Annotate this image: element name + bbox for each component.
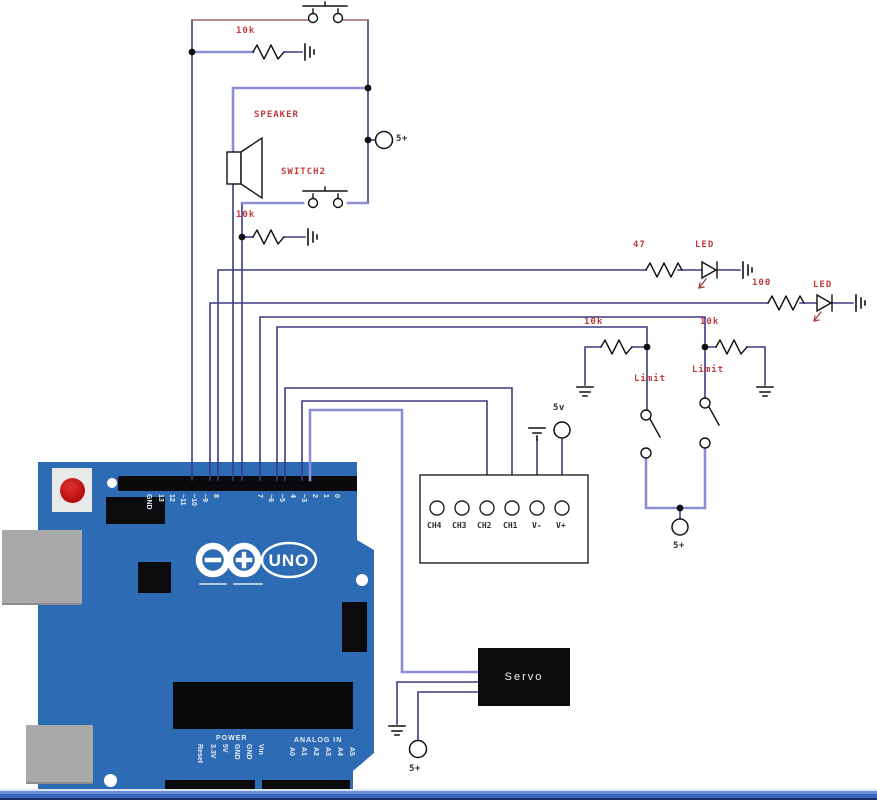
resistor-10k-limit-left[interactable]	[600, 339, 633, 355]
pin-label-a3: A3	[324, 747, 331, 756]
pushbutton-switch2[interactable]	[302, 186, 348, 209]
limit-switch-right[interactable]	[699, 397, 720, 449]
pin-label-1: 1	[322, 494, 329, 498]
led2-symbol[interactable]	[813, 293, 833, 322]
ground-icon	[388, 386, 774, 736]
resistor-10k-mid[interactable]	[252, 229, 285, 245]
pin-label-2: 2	[311, 494, 318, 498]
pin-label-a0: A0	[288, 747, 295, 756]
arduino-logo	[195, 541, 318, 585]
limit-switch-left[interactable]	[640, 409, 661, 459]
ground-icon	[304, 43, 866, 312]
pushbutton-switch-top[interactable]	[302, 1, 348, 24]
pin-label-12: 12	[168, 494, 175, 502]
pin-label-13: 13	[157, 494, 164, 502]
window-bottom-border	[0, 789, 877, 800]
mounting-hole	[107, 478, 117, 488]
vcc-terminal-5v[interactable]	[553, 421, 571, 439]
label-limit-right: Limit	[692, 365, 725, 375]
pin-label-reset: Reset	[196, 744, 203, 764]
label-vplus: V+	[556, 521, 566, 530]
label-vcc-5v: 5v	[553, 403, 565, 413]
usb-connector	[2, 530, 82, 605]
pin-label-11: ~11	[179, 494, 186, 506]
pin-label-4: 4	[289, 494, 296, 498]
resistor-10k-limit-right[interactable]	[715, 339, 748, 355]
vcc-terminal-top[interactable]	[374, 130, 394, 150]
wire-highlight	[190, 50, 707, 674]
vcc-terminal-limit[interactable]	[671, 518, 689, 536]
voltage-regulator	[106, 497, 165, 524]
label-speaker: SPEAKER	[254, 110, 299, 120]
junction-dot	[188, 48, 709, 512]
label-ch1: CH1	[503, 521, 518, 530]
pin-label-5: ~5	[278, 494, 285, 502]
crystal-component	[138, 562, 171, 593]
power-jack	[26, 725, 93, 784]
pin-label-3: ~3	[300, 494, 307, 502]
label-resistor-10k-limit-right: 10k	[700, 317, 720, 327]
servo-label: Servo	[504, 671, 544, 683]
pin-label-vin: Vin	[257, 744, 264, 755]
label-resistor-100: 100	[752, 278, 772, 288]
analog-header-label: ANALOG IN	[294, 737, 343, 744]
label-vcc-servo: 5+	[409, 764, 421, 774]
wire	[191, 19, 854, 741]
resistor-10k-top[interactable]	[252, 44, 285, 60]
pin-label-gnd2: GND	[245, 744, 252, 760]
label-ch2: CH2	[477, 521, 492, 530]
led1-symbol[interactable]	[698, 260, 718, 289]
label-ch4: CH4	[427, 521, 442, 530]
atmega-chip	[173, 682, 353, 729]
pin-label-9: ~9	[201, 494, 208, 502]
label-vminus: V-	[532, 521, 542, 530]
pin-label-6: ~6	[267, 494, 274, 502]
pin-label-a4: A4	[336, 747, 343, 756]
power-header-label: POWER	[216, 735, 248, 742]
resistor-100[interactable]	[767, 295, 805, 311]
pin-label-gnd1: GND	[233, 744, 240, 760]
pin-label-a2: A2	[312, 747, 319, 756]
pin-label-5v: 5V	[221, 744, 228, 753]
label-switch2: SWITCH2	[281, 167, 326, 177]
pin-label-10: ~10	[190, 494, 197, 506]
pin-label-a5: A5	[348, 747, 355, 756]
label-led2: LED	[813, 280, 833, 290]
mounting-hole	[104, 774, 117, 787]
icsp-header	[342, 602, 367, 652]
label-limit-left: Limit	[634, 374, 667, 384]
label-resistor-10k-limit-left: 10k	[584, 317, 604, 327]
reset-button[interactable]	[60, 478, 85, 503]
pin-label-0: 0	[333, 494, 340, 498]
label-resistor-47: 47	[633, 240, 646, 250]
label-vcc-top: 5+	[396, 134, 408, 144]
pin-label-8: 8	[212, 494, 219, 498]
resistor-47[interactable]	[645, 262, 683, 278]
arduino-uno-board[interactable]: GND 13 12 ~11 ~10 ~9 8 7 ~6 ~5 4 ~3 2 1 …	[38, 462, 374, 793]
digital-header	[118, 476, 358, 491]
label-resistor-10k-top: 10k	[236, 26, 256, 36]
label-ch3: CH3	[452, 521, 467, 530]
pin-label-3v3: 3.3V	[209, 744, 216, 759]
uno-logo-text: UNO	[269, 551, 310, 570]
servo-block[interactable]: Servo	[478, 648, 570, 706]
pin-label-a1: A1	[300, 747, 307, 756]
vcc-terminal-servo[interactable]	[408, 739, 428, 759]
receiver-connector[interactable]	[419, 474, 589, 564]
label-vcc-limit: 5+	[673, 541, 685, 551]
label-led1: LED	[695, 240, 715, 250]
speaker-symbol[interactable]	[226, 136, 263, 200]
pin-label-gnd: GND	[145, 494, 152, 510]
label-resistor-10k-mid: 10k	[236, 210, 256, 220]
mounting-hole	[356, 574, 368, 586]
pin-label-7: 7	[256, 494, 263, 498]
